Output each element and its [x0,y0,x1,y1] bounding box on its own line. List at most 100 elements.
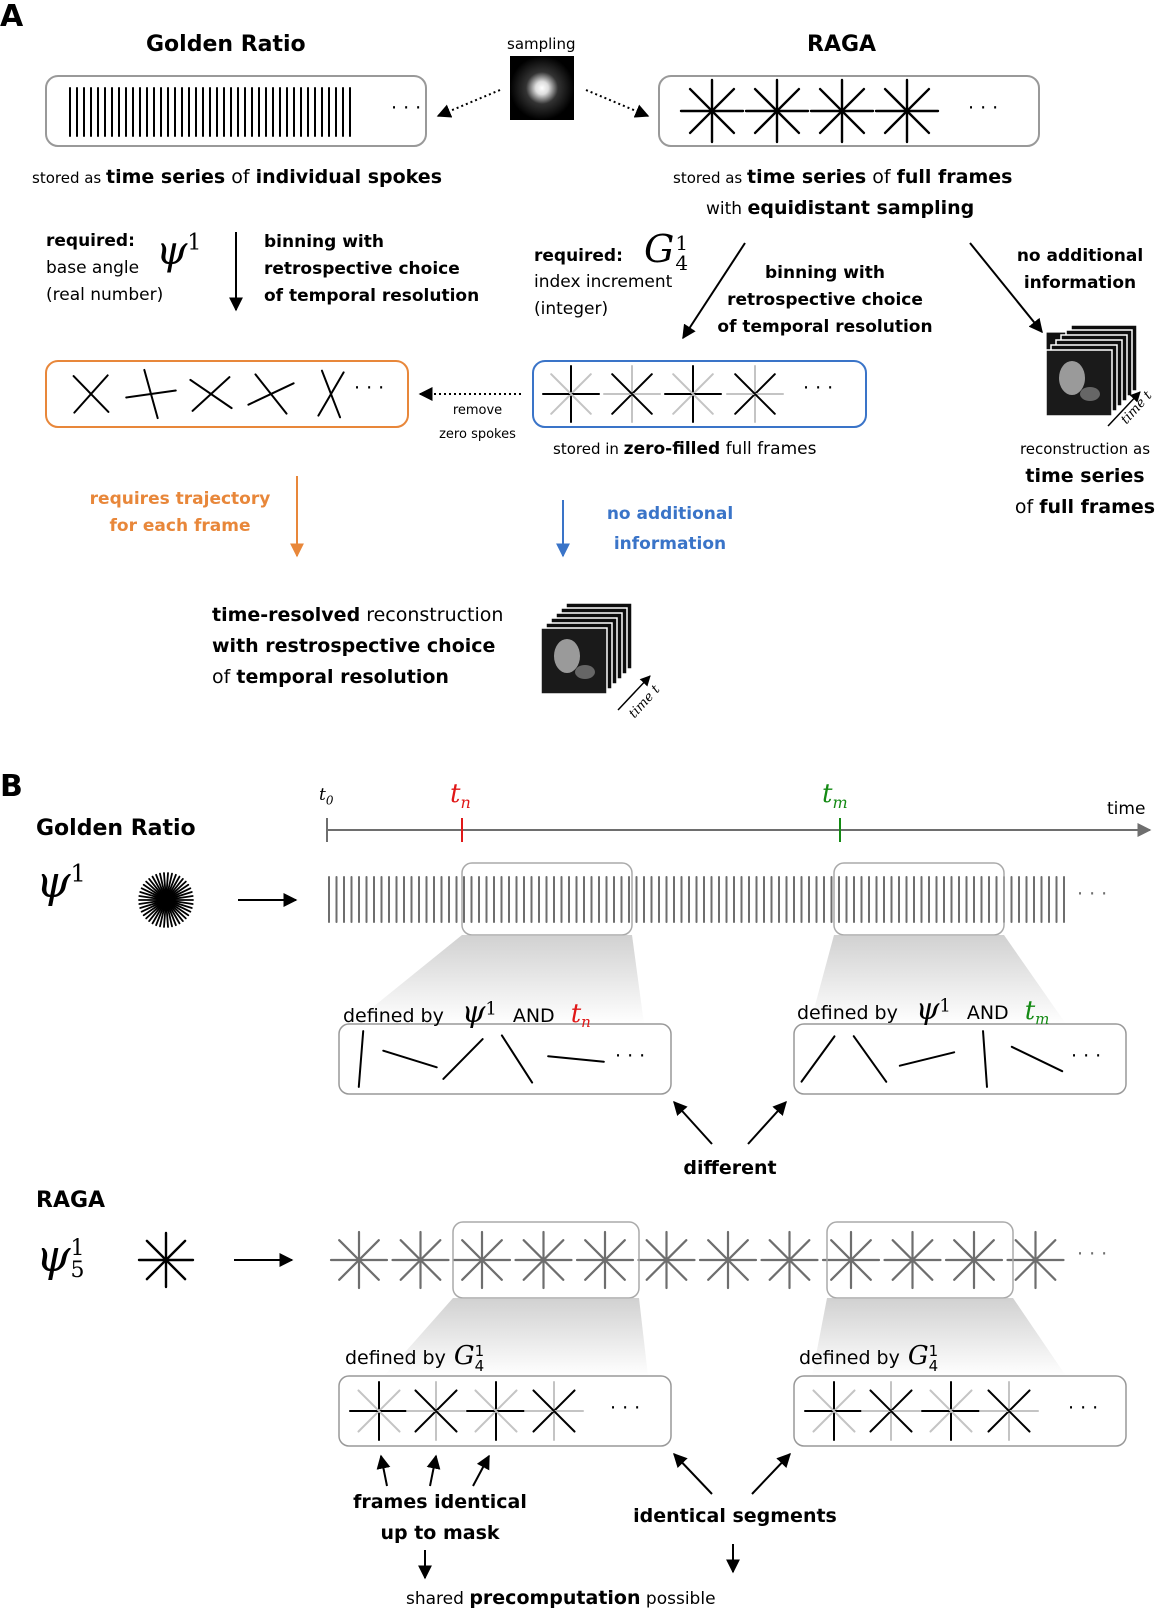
raga-frames-box [658,75,1040,147]
gr-binning-3: of temporal resolution [264,286,480,306]
time-resolved-line1: time-resolved reconstruction [212,604,504,626]
spoke [987,1389,1031,1433]
spoke [547,1055,605,1063]
shared-precomputation: shared precomputation possible [406,1587,716,1609]
time-arrow-right [1107,391,1141,427]
raga-required-line2: index increment [534,272,673,292]
spoke [73,374,109,414]
spoke [247,382,295,406]
spoke [414,1389,458,1433]
gr-expanded-n [338,1023,672,1095]
gr-ellipsis: · · · [391,97,422,119]
star-spoke [953,1239,995,1281]
spoke [532,1389,576,1433]
different-arrow-right [747,1100,787,1145]
raga-stored-caption-2: with equidistant sampling [706,197,975,219]
no-add-info-blue-2: information [613,534,727,554]
gr-spokes-box [45,75,427,147]
raga-series-ellipsis: · · · [1077,1243,1108,1265]
remove-zero-2: zero spokes [439,427,516,442]
stack-right-frames [1045,324,1138,417]
sampling-kspace-image [510,56,574,120]
section-a-label: A [0,0,24,34]
raga-frame-series [679,78,940,144]
tissue-shape [1080,387,1100,401]
gr-required-line3: (real number) [46,285,164,305]
star-spoke [891,1239,934,1281]
gr-binned-frames [72,368,345,420]
raga-required-label: required: [534,246,623,266]
raga-exp2-ellipsis: · · · [1068,1397,1099,1419]
spoke [357,1030,365,1088]
raga-required-line3: (integer) [534,299,609,319]
blue-ellipsis: · · · [803,377,834,399]
requires-traj-2: for each frame [109,516,251,536]
stack-bottom-frames [540,602,633,695]
different-arrow-left [673,1100,713,1145]
star-spoke [145,1239,187,1281]
gr-binning-1: binning with [264,232,384,252]
raga-b-title: RAGA [36,1188,106,1213]
raga-binning-2: retrospective choice [727,290,923,310]
raga-b-star-series [329,1230,1065,1290]
requires-traj-1: requires trajectory [89,489,271,509]
gr-proj-n [352,935,644,1024]
raga-direct-arrow [969,242,1043,334]
gr-binned-box [45,360,409,428]
gr-spoke-series [69,87,351,137]
gr-b-spoke-bars [328,876,1065,923]
spoke [550,373,592,415]
gr-b-psi: ψ1 [36,857,86,908]
t0-label: t0 [319,785,334,808]
tm-label: tm [822,779,848,813]
gr-dense-star-icon [138,872,194,928]
spoke [852,1035,888,1083]
spoke [442,1038,484,1080]
no-add-info-2: information [1023,273,1137,293]
sampling-to-raga-arrow [585,89,650,118]
segments-arrow-right [751,1452,791,1495]
raga-proj-1 [384,1298,648,1376]
raga-zerofilled-frames [542,365,784,423]
star-spoke [522,1239,565,1281]
remove-zero-1: remove [452,403,503,418]
raga-binning-1: binning with [765,263,885,283]
raga-expanded-2-frames [804,1381,1039,1441]
gr-stored-caption: stored as time series of individual spok… [32,166,443,188]
gr-expanded-m-spokes [800,1030,1064,1088]
gr-proj-m [810,935,1066,1024]
time-resolved-line3: of temporal resolution [212,666,449,688]
recon-full-frames: of full frames [1014,496,1156,518]
sampling-label: sampling [507,35,576,53]
star-spoke [584,1239,626,1281]
spoke [611,373,653,415]
raga-stored-caption: stored as time series of full frames [673,166,1013,188]
b-spoke-ellipsis: · · · [1077,883,1108,905]
star-spoke [138,895,194,905]
orange-ellipsis: · · · [354,377,385,399]
spoke [317,371,345,417]
gr-title: Golden Ratio [146,32,306,57]
spoke [1010,1045,1064,1073]
different-label: different [683,1157,777,1179]
star-spoke [768,1239,811,1281]
sampling-to-gr-arrow [436,89,501,118]
spoke [929,1389,973,1433]
star-spoke [830,1239,872,1281]
recon-as: reconstruction as [1019,440,1151,458]
spoke [898,1051,956,1067]
star-spoke [883,87,931,135]
spoke [734,373,776,415]
tn-label: tn [450,779,471,813]
gr-binning-2: retrospective choice [264,259,460,279]
star-spoke [688,87,736,135]
frames-identical-2: up to mask [380,1522,500,1544]
gr-expanded-m [793,1023,1127,1095]
spoke [191,376,231,412]
